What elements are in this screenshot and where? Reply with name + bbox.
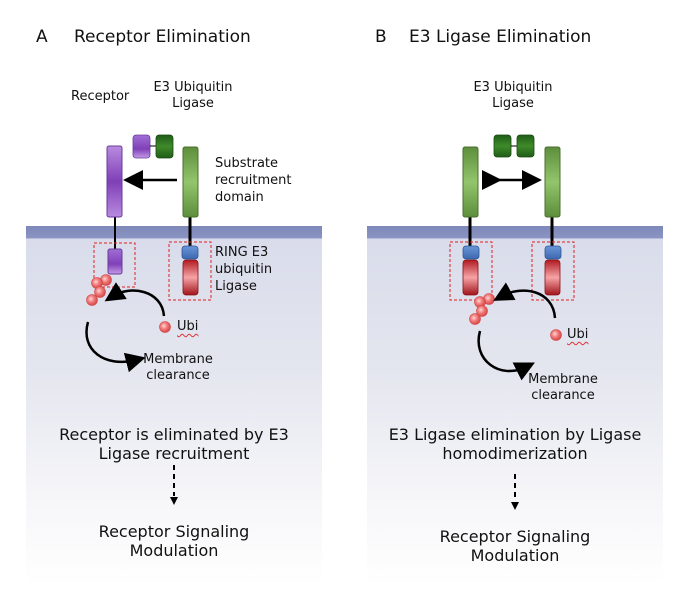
receptor-extracellular-a [106,145,123,218]
substrate-recruitment-domain-a [182,146,199,218]
ubi-label-b: Ubi [567,327,589,342]
ring-label-line3: Ligase [215,279,257,294]
ring-domain-a [182,259,199,296]
clearance-label-line1-b: Membrane [528,372,598,387]
panel-a-title: Receptor Elimination [74,27,251,47]
ring-right-dashed-box-b [531,241,575,301]
degrader-green-left-b [493,134,512,158]
e3-label-line2-a: Ligase [172,96,214,111]
e3-label-line1-a: E3 Ubiquitin [153,80,233,95]
outcome-line1-a: Receptor is eliminated by E3 [59,425,289,444]
degrader-purple-end-a [132,134,151,159]
ring-left-b [462,259,479,296]
panel-b-graphics [449,134,575,510]
free-ubiquitin-b [550,329,562,341]
result-line1-a: Receptor Signaling [98,522,250,541]
result-line1-b: Receptor Signaling [439,527,591,546]
ring-right-b [544,259,561,296]
result-line2-a: Modulation [129,541,219,560]
outcome-line1-b: E3 Ligase elimination by Ligase [388,425,642,444]
degrader-green-end-a [155,134,174,159]
ubiquitin-a-3 [94,286,106,298]
ubiquitin-a-4 [86,294,98,306]
result-line2-b: Modulation [470,546,560,565]
dashed-arrow-head-a [170,497,178,505]
ring-label-line2: ubiquitin [215,262,273,277]
ring-dashed-box-a [168,241,212,301]
membrane-b [367,226,663,239]
ubiquitination-arrow-a [104,282,166,317]
ubi-label-a: Ubi [177,319,199,334]
free-ubiquitin-a [159,321,171,333]
ubiquitin-b-4 [469,313,481,325]
clearance-arrow-b [477,330,535,381]
degrader-green-right-b [516,134,535,158]
panel-a-letter: A [36,27,48,47]
substrate-label-line2: recruitment [215,173,292,188]
outcome-line2-b: homodimerization [442,444,588,463]
linker-right-b [544,245,562,260]
outcome-line2-a: Ligase recruitment [98,444,250,463]
clearance-arrow-a [85,321,146,373]
ubiquitin-b-3 [476,305,488,317]
dashed-arrow-head-b [511,502,519,510]
membrane-a [26,226,322,239]
substrate-label-line3: domain [215,190,264,205]
panel-a-graphics [85,134,212,505]
panel-b-letter: B [375,27,387,47]
ring-label-line1: RING E3 [215,245,269,260]
ligase-left-extracellular-b [462,146,479,218]
cytoplasm-panel-a [26,226,322,586]
clearance-label-line1-a: Membrane [143,352,213,367]
substrate-label-line1: Substrate [215,156,279,171]
e3-label-line1-b: E3 Ubiquitin [473,80,553,95]
receptor-intracellular-a [107,248,123,275]
clearance-label-line2-b: clearance [531,388,595,403]
linker-domain-a [181,245,199,260]
ring-left-dashed-box-b [449,241,493,301]
e3-label-line2-b: Ligase [492,96,534,111]
linker-left-b [462,245,480,260]
clearance-label-line2-a: clearance [146,368,210,383]
ligase-right-extracellular-b [544,146,561,218]
receptor-label-a: Receptor [71,89,130,104]
ubiquitination-arrow-b [493,282,557,319]
panel-b-title: E3 Ligase Elimination [409,27,592,47]
